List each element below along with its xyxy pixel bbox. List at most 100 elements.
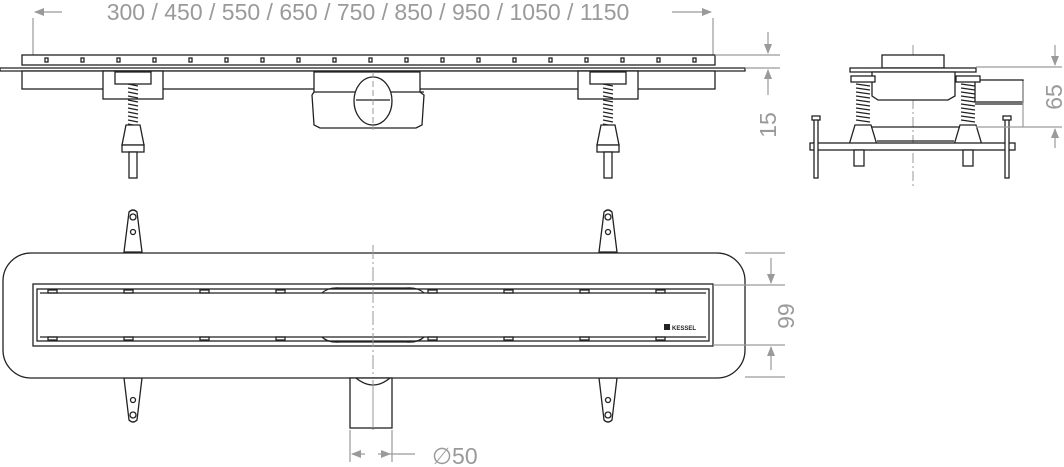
grate-slot	[512, 57, 517, 63]
leg-spring-coil	[602, 87, 614, 91]
leg-spring-coil	[602, 91, 614, 95]
spring-coil	[960, 99, 976, 103]
bracket-hole	[604, 228, 612, 236]
channel-width-label: 66	[773, 303, 799, 329]
leg-spring-coil	[127, 95, 139, 99]
grate-slot	[296, 57, 301, 63]
leg-spring-coil	[602, 83, 614, 87]
grate-slot	[199, 289, 210, 294]
spring-coil	[855, 95, 871, 99]
channel-width-dimension: 66	[713, 252, 799, 378]
leg-spring-coil	[602, 95, 614, 99]
grate-height-label: 15	[755, 112, 781, 138]
grate-slot	[332, 57, 337, 63]
spring-coil	[855, 111, 871, 115]
bracket-screw-hole	[129, 411, 137, 419]
length-dimension: 300 / 450 / 550 / 650 / 750 / 850 / 950 …	[32, 0, 714, 55]
plan-view: KESSEL	[2, 209, 746, 430]
grate-slot	[152, 57, 157, 63]
spring-coil	[960, 103, 976, 107]
leg-spring-coil	[602, 111, 614, 115]
spring-coil	[855, 119, 871, 123]
grate-slot	[656, 57, 661, 63]
body-height-label: 65	[1041, 84, 1064, 110]
grate-slot	[47, 289, 58, 294]
grate-slot	[275, 289, 286, 294]
leg-spring-coil	[127, 87, 139, 91]
grate-slot	[199, 336, 210, 341]
end-view	[809, 45, 1024, 186]
grate-slot	[655, 289, 666, 294]
spring-coil	[960, 87, 976, 91]
leg-foot	[596, 124, 620, 146]
spring-coil	[960, 119, 976, 123]
grate-height-dimension: 15	[715, 32, 781, 138]
leg-spring-coil	[602, 103, 614, 107]
bracket-hole	[129, 228, 137, 236]
bracket-screw-hole	[129, 213, 137, 221]
spring-coil	[960, 111, 976, 115]
leg-nut	[589, 71, 627, 85]
mounting-bracket	[598, 209, 618, 253]
grate-slot	[224, 57, 229, 63]
spring-coil	[855, 99, 871, 103]
leg-spring-coil	[127, 83, 139, 87]
spring-coil	[960, 107, 976, 111]
leg-spring-coil	[602, 115, 614, 119]
leg-spring-coil	[127, 107, 139, 111]
grate-slot	[503, 289, 514, 294]
leg-spring-coil	[602, 99, 614, 103]
grate-slot	[548, 57, 553, 63]
leg-base	[596, 144, 620, 153]
spring-coil	[855, 103, 871, 107]
mounting-bracket	[598, 377, 618, 423]
brand-logo: KESSEL	[664, 324, 696, 332]
leg-spring-coil	[127, 111, 139, 115]
leg-spring-coil	[127, 115, 139, 119]
grate-slot	[404, 57, 409, 63]
spring-coil	[855, 115, 871, 119]
grate-slot	[579, 289, 590, 294]
leg-base	[121, 144, 145, 153]
grate-slot	[579, 336, 590, 341]
outlet-diameter-label: ∅50	[432, 443, 478, 467]
outlet-diameter-dimension: ∅50	[349, 430, 478, 467]
grate-slot	[476, 57, 481, 63]
bracket-hole	[129, 396, 137, 404]
grate-slot	[503, 336, 514, 341]
bracket-hole	[604, 396, 612, 404]
grate-slot	[44, 57, 49, 63]
grate-slot	[620, 57, 625, 63]
bracket-screw-hole	[604, 213, 612, 221]
spring-coil	[960, 95, 976, 99]
leg-foot	[121, 124, 145, 146]
spring-coil	[960, 91, 976, 95]
body-height-dimension: 65	[976, 45, 1064, 148]
spring-nut	[850, 75, 876, 83]
spring-coil	[960, 83, 976, 87]
spring-coil	[855, 87, 871, 91]
length-options-label: 300 / 450 / 550 / 650 / 750 / 850 / 950 …	[107, 0, 630, 25]
grate-slot	[116, 57, 121, 63]
mounting-bracket	[123, 377, 143, 423]
leg-spring-coil	[602, 107, 614, 111]
mounting-bracket	[123, 209, 143, 253]
spring-coil	[960, 115, 976, 119]
grate-slot	[275, 336, 286, 341]
grate-slot	[260, 57, 265, 63]
leg-spring-coil	[127, 91, 139, 95]
bracket-screw-hole	[604, 411, 612, 419]
leg-spring-coil	[127, 103, 139, 107]
grate-slot	[47, 336, 58, 341]
grate-slot	[584, 57, 589, 63]
leg-spring-coil	[127, 119, 139, 123]
grate-slot	[692, 57, 697, 63]
spring-nut	[955, 75, 981, 83]
grate-slot	[368, 57, 373, 63]
leg-spring-coil	[127, 99, 139, 103]
spring-coil	[855, 83, 871, 87]
leg-spring-coil	[602, 119, 614, 123]
grate-slot	[123, 336, 134, 341]
